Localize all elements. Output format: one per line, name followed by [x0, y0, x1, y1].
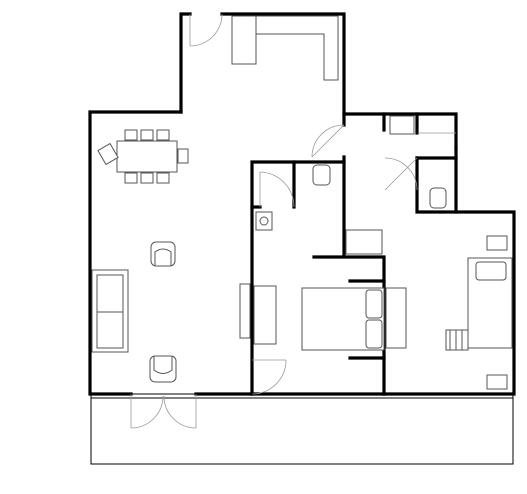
pillow	[475, 261, 507, 281]
dining-chair	[124, 172, 138, 184]
door-toilet-leaf	[384, 157, 418, 191]
door-balcony-left-swing	[130, 395, 164, 429]
door-hall-swing	[311, 124, 345, 158]
dining-chair	[140, 172, 154, 184]
pillow	[365, 319, 383, 349]
nightstand	[486, 235, 508, 251]
armchair	[150, 241, 176, 267]
door-balcony-right-swing	[163, 395, 197, 429]
wall-east	[382, 146, 516, 396]
dining-chair	[156, 129, 170, 141]
dining-chair	[124, 129, 138, 141]
sofa	[91, 269, 129, 353]
kitchen-fridge	[231, 15, 257, 65]
washing-machine	[389, 115, 415, 135]
desk	[445, 329, 469, 351]
armchair	[149, 355, 177, 383]
utility-fixtures	[389, 115, 447, 209]
balcony-outline	[90, 393, 514, 465]
living-furniture	[91, 241, 251, 383]
bedroom1-furniture	[253, 285, 407, 351]
dining-chair	[177, 148, 189, 164]
sofa-cushion	[96, 311, 124, 349]
shower-tray	[345, 229, 383, 255]
wall-toilet-west	[415, 156, 458, 214]
armchair-seat	[154, 248, 172, 266]
wall-bath-west	[250, 160, 346, 396]
toilet-bowl	[312, 164, 331, 186]
doors	[130, 13, 456, 429]
dresser	[385, 287, 407, 349]
door-bath-swing	[259, 171, 295, 208]
dining-chair	[97, 142, 119, 166]
door-hall-leaf	[311, 124, 345, 158]
bedroom2-furniture	[445, 235, 513, 390]
sink-basin	[259, 216, 269, 226]
dining-chair	[156, 172, 170, 184]
door-toilet-swing	[384, 157, 418, 191]
wall-kitchen-west	[179, 12, 192, 114]
bathroom-fixtures	[255, 164, 383, 255]
armchair-seat	[153, 356, 173, 374]
door-bedroom1-swing	[251, 359, 287, 395]
kitchen-counter	[256, 15, 339, 81]
dining-table	[116, 140, 178, 173]
wall-living-west	[88, 110, 183, 396]
toilet-bowl-2	[429, 187, 447, 209]
wardrobe	[253, 285, 277, 345]
dining-chair	[140, 129, 154, 141]
kitchen-counters	[231, 15, 339, 81]
tv-stand	[239, 283, 251, 339]
door-entry-swing	[189, 13, 223, 47]
balcony	[90, 393, 514, 465]
pillow	[365, 289, 383, 319]
dining-set	[97, 129, 189, 184]
nightstand	[486, 374, 508, 390]
